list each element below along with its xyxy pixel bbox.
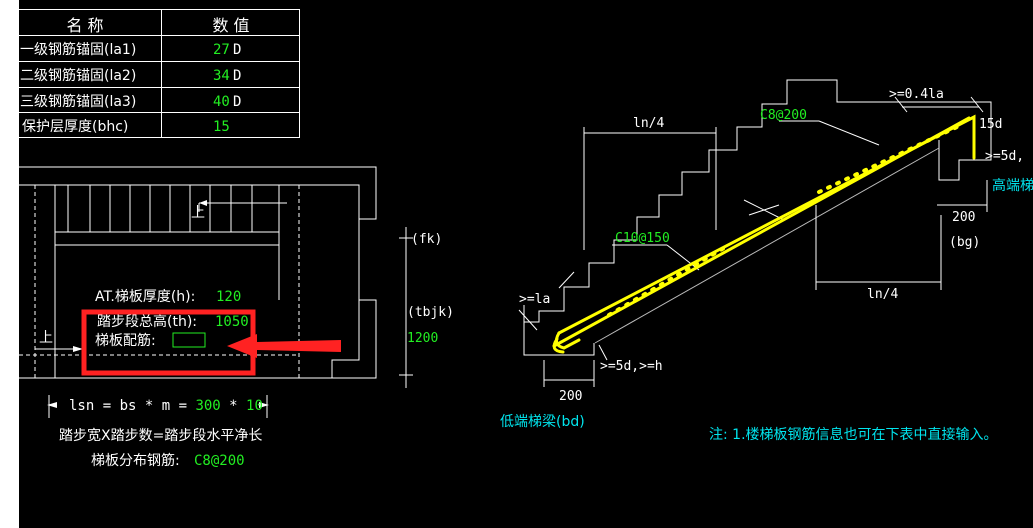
table-row-unit: D bbox=[233, 42, 241, 58]
rebar-lines bbox=[552, 114, 976, 354]
table-row-value[interactable]: 40 bbox=[213, 94, 230, 110]
ge5d-top-label: >=5d, bbox=[985, 149, 1024, 164]
tbjk-label: (tbjk) bbox=[407, 305, 454, 320]
ln4-bottom-label: ln/4 bbox=[867, 287, 898, 302]
high-beam-label: 高端梯 bbox=[992, 177, 1033, 194]
table-row-name: 一级钢筋锚固(la1) bbox=[20, 41, 136, 58]
table-row-value[interactable]: 15 bbox=[213, 119, 230, 135]
segment-height-label: 踏步段总高(th): bbox=[97, 313, 197, 330]
lsn-bs-value[interactable]: 300 bbox=[195, 398, 220, 414]
lsn-m-value[interactable]: 10 bbox=[246, 398, 263, 414]
ge-la-label: >=la bbox=[519, 292, 550, 307]
dist-rebar-label: 梯板分布钢筋: bbox=[91, 452, 180, 469]
ge5d-bottom-label: >=5d,>=h bbox=[600, 359, 663, 374]
up-label: 上 bbox=[191, 205, 205, 221]
pointer-arrow bbox=[227, 334, 341, 358]
rebar-label: 梯板配筋: bbox=[95, 332, 156, 349]
segment-height-value[interactable]: 1050 bbox=[215, 314, 249, 330]
low-beam-label: 低端梯梁(bd) bbox=[500, 414, 585, 430]
hook-15d-label: 15d bbox=[979, 117, 1002, 132]
table-row-name: 保护层厚度(bhc) bbox=[22, 119, 128, 135]
tbjk-value[interactable]: 1200 bbox=[407, 331, 438, 346]
caption-line: 踏步宽X踏步数=踏步段水平净长 bbox=[59, 427, 262, 444]
table-row-name: 二级钢筋锚固(la2) bbox=[20, 67, 136, 84]
stair-diagram: 名 称 数 值 一级钢筋锚固(la1) 二级钢筋锚固(la2) 三级钢筋锚固(l… bbox=[19, 9, 1033, 469]
table-row-value[interactable]: 27 bbox=[213, 42, 230, 58]
params-table bbox=[19, 9, 300, 138]
lsn-prefix: lsn = bs * m = bbox=[69, 398, 195, 414]
table-row-unit: D bbox=[233, 68, 241, 84]
table-row-name: 三级钢筋锚固(la3) bbox=[20, 93, 136, 110]
dist-rebar-value[interactable]: C8@200 bbox=[194, 453, 245, 469]
section-view bbox=[518, 79, 992, 387]
anchor-04la-label: >=0.4la bbox=[889, 87, 944, 102]
rebar-input-box[interactable] bbox=[172, 332, 206, 348]
dim-200-left: 200 bbox=[559, 389, 582, 404]
table-header-name: 名 称 bbox=[66, 16, 103, 35]
note-text: 注: 1.楼梯板钢筋信息也可在下表中直接输入。 bbox=[709, 426, 998, 443]
bg-label: (bg) bbox=[949, 235, 980, 250]
lsn-formula: lsn = bs * m = 300 * 10 bbox=[69, 398, 263, 414]
table-header-value: 数 值 bbox=[212, 16, 249, 35]
table-row-value[interactable]: 34 bbox=[213, 68, 230, 84]
dim-200-right: 200 bbox=[952, 210, 975, 225]
ln4-top-label: ln/4 bbox=[633, 116, 664, 131]
c8-rebar-label: C8@200 bbox=[760, 108, 807, 123]
c10-rebar-label: C10@150 bbox=[615, 231, 670, 246]
up-label: 上 bbox=[39, 330, 53, 346]
lsn-op: * bbox=[221, 398, 246, 414]
slab-thickness-label: AT.梯板厚度(h): bbox=[95, 289, 195, 305]
plan-view bbox=[19, 166, 413, 418]
fk-label: (fk) bbox=[411, 232, 442, 247]
drawing-canvas: 名 称 数 值 一级钢筋锚固(la1) 二级钢筋锚固(la2) 三级钢筋锚固(l… bbox=[19, 0, 1033, 528]
slab-thickness-value[interactable]: 120 bbox=[216, 289, 241, 305]
table-row-unit: D bbox=[233, 94, 241, 110]
